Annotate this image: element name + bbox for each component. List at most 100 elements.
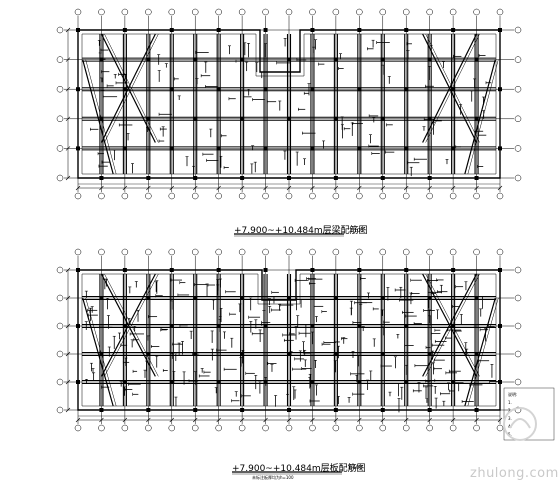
column-mark bbox=[76, 380, 80, 384]
column-mark bbox=[240, 352, 245, 356]
column-mark bbox=[474, 176, 479, 180]
dimension-tick bbox=[65, 295, 71, 301]
axis-bubble-top bbox=[496, 248, 504, 256]
axis-bubble-bottom bbox=[449, 424, 457, 432]
axis-bubble-bottom bbox=[191, 424, 199, 432]
axis-bubble-top bbox=[121, 248, 129, 256]
column-mark bbox=[122, 28, 127, 32]
column-mark bbox=[287, 408, 291, 412]
dimension-tick bbox=[404, 185, 409, 191]
column-mark bbox=[451, 324, 456, 328]
axis-bubble-top bbox=[98, 8, 105, 16]
column-mark bbox=[287, 352, 291, 356]
notes-title: 说明: bbox=[508, 392, 518, 397]
axis-bubble-top bbox=[262, 8, 269, 16]
axis-bubble-bottom bbox=[426, 192, 433, 200]
column-mark bbox=[498, 87, 502, 92]
column-mark bbox=[240, 408, 245, 412]
axis-bubble-right bbox=[514, 56, 522, 63]
axis-bubble-bottom bbox=[168, 424, 176, 432]
axis-bubble-top bbox=[379, 8, 387, 16]
column-mark bbox=[427, 352, 432, 356]
column-mark bbox=[404, 380, 409, 384]
axis-bubble-right bbox=[514, 145, 522, 152]
bottom-plan-scale: 1:100 bbox=[348, 465, 363, 471]
axis-bubble-bottom bbox=[309, 424, 316, 432]
column-mark bbox=[122, 146, 127, 151]
column-mark bbox=[240, 176, 245, 180]
axis-bubble-bottom bbox=[379, 192, 387, 200]
dimension-tick bbox=[146, 417, 151, 423]
axis-bubble-bottom bbox=[402, 192, 410, 200]
axis-bubble-right bbox=[514, 350, 522, 358]
column-mark bbox=[333, 57, 338, 62]
dimension-tick bbox=[122, 417, 128, 423]
column-mark bbox=[498, 28, 502, 32]
column-mark bbox=[357, 146, 362, 151]
axis-bubble-top bbox=[74, 8, 82, 16]
column-mark bbox=[216, 380, 221, 384]
top-plan-scale: 1:100 bbox=[349, 228, 364, 234]
axis-bubble-top bbox=[98, 248, 105, 256]
column-mark bbox=[310, 87, 315, 92]
axis-bubble-bottom bbox=[496, 424, 504, 432]
column-mark bbox=[474, 296, 479, 300]
column-mark bbox=[474, 408, 479, 412]
axis-bubble-bottom bbox=[332, 192, 340, 200]
dimension-tick bbox=[404, 417, 409, 423]
axis-bubble-left bbox=[56, 85, 64, 93]
column-mark bbox=[122, 87, 127, 92]
watermark-logo-icon bbox=[503, 407, 537, 441]
bottom-plan-caption: +7.900~+10.484m层板配筋图 bbox=[232, 464, 366, 474]
dimension-tick bbox=[75, 185, 81, 191]
dimension-tick bbox=[263, 417, 268, 423]
axis-bubble-bottom bbox=[191, 192, 199, 200]
axis-bubble-right bbox=[514, 294, 522, 302]
dimension-tick bbox=[65, 27, 71, 33]
column-mark bbox=[451, 87, 456, 92]
column-mark bbox=[287, 116, 291, 121]
dimension-tick bbox=[169, 417, 174, 423]
dimension-tick bbox=[65, 267, 71, 273]
column-mark bbox=[380, 352, 385, 356]
column-mark bbox=[287, 57, 291, 62]
dimension-tick bbox=[239, 185, 245, 191]
axis-bubble-bottom bbox=[496, 192, 504, 200]
column-mark bbox=[310, 146, 315, 151]
axis-bubble-left bbox=[56, 56, 64, 63]
slab-thickness-note: 未标注板厚均为h=100 bbox=[252, 475, 294, 480]
column-mark bbox=[498, 324, 502, 328]
dimension-tick bbox=[75, 417, 81, 423]
axis-bubble-top bbox=[285, 8, 293, 16]
dimension-tick bbox=[65, 86, 71, 92]
column-mark bbox=[146, 116, 151, 121]
axis-bubble-bottom bbox=[356, 424, 363, 432]
column-mark bbox=[310, 28, 315, 32]
axis-bubble-top bbox=[402, 8, 410, 16]
column-mark bbox=[76, 324, 80, 328]
column-mark bbox=[169, 380, 174, 384]
axis-bubble-bottom bbox=[473, 192, 480, 200]
axis-bubble-top bbox=[426, 248, 433, 256]
column-mark bbox=[380, 176, 385, 180]
column-mark bbox=[76, 87, 80, 92]
axis-bubble-right bbox=[514, 378, 522, 386]
axis-bubble-bottom bbox=[215, 192, 222, 200]
column-mark bbox=[99, 176, 104, 180]
dimension-tick bbox=[497, 185, 503, 191]
axis-bubble-bottom bbox=[98, 192, 105, 200]
axis-bubble-top bbox=[262, 248, 269, 256]
dimension-tick bbox=[427, 185, 432, 191]
axis-bubble-top bbox=[449, 8, 457, 16]
dimension-tick bbox=[65, 379, 71, 385]
dimension-tick bbox=[333, 185, 339, 191]
column-mark bbox=[169, 146, 174, 151]
axis-bubble-bottom bbox=[379, 424, 387, 432]
axis-bubble-top bbox=[309, 8, 316, 16]
axis-bubble-left bbox=[56, 26, 64, 34]
dimension-tick bbox=[65, 323, 71, 329]
column-mark bbox=[216, 324, 221, 328]
axis-bubble-top bbox=[473, 8, 480, 16]
axis-bubble-right bbox=[514, 174, 522, 182]
axis-bubble-right bbox=[514, 266, 522, 274]
